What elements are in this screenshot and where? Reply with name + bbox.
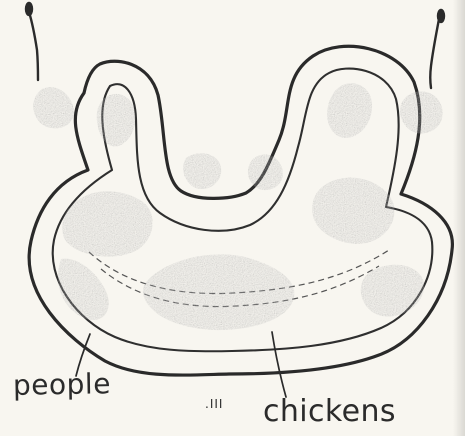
page-mark: .III bbox=[205, 398, 223, 410]
label-chickens: chickens bbox=[263, 397, 396, 427]
paper-edge bbox=[453, 0, 465, 436]
stake-right bbox=[430, 10, 444, 88]
label-people: people bbox=[13, 370, 111, 400]
stake-left bbox=[26, 3, 38, 80]
chickens-area-stippling bbox=[143, 153, 295, 330]
